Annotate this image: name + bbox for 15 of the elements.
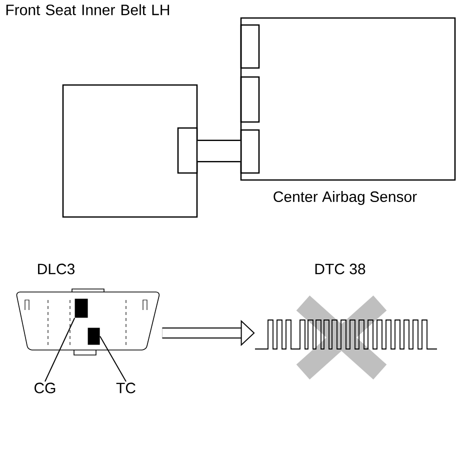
module-box: Front Seat Inner Belt LH xyxy=(6,4,198,218)
connector-drawing xyxy=(16,288,160,356)
terminal-label: TC xyxy=(116,382,136,394)
node-label: Front Seat Inner Belt LH xyxy=(6,4,170,16)
terminal-pin xyxy=(88,328,100,345)
terminal-pin xyxy=(74,298,88,318)
leader-line xyxy=(44,318,76,382)
crossed-out-waveform xyxy=(254,293,438,382)
module-box: Center Airbag Sensor xyxy=(240,17,456,205)
terminal-label: CG xyxy=(34,382,56,394)
leader-line xyxy=(100,336,126,382)
connector-label: DLC3 xyxy=(38,264,75,274)
code-label: DTC 38 xyxy=(315,264,366,274)
wire-harness xyxy=(198,140,240,162)
node-label: Center Airbag Sensor xyxy=(274,191,417,205)
